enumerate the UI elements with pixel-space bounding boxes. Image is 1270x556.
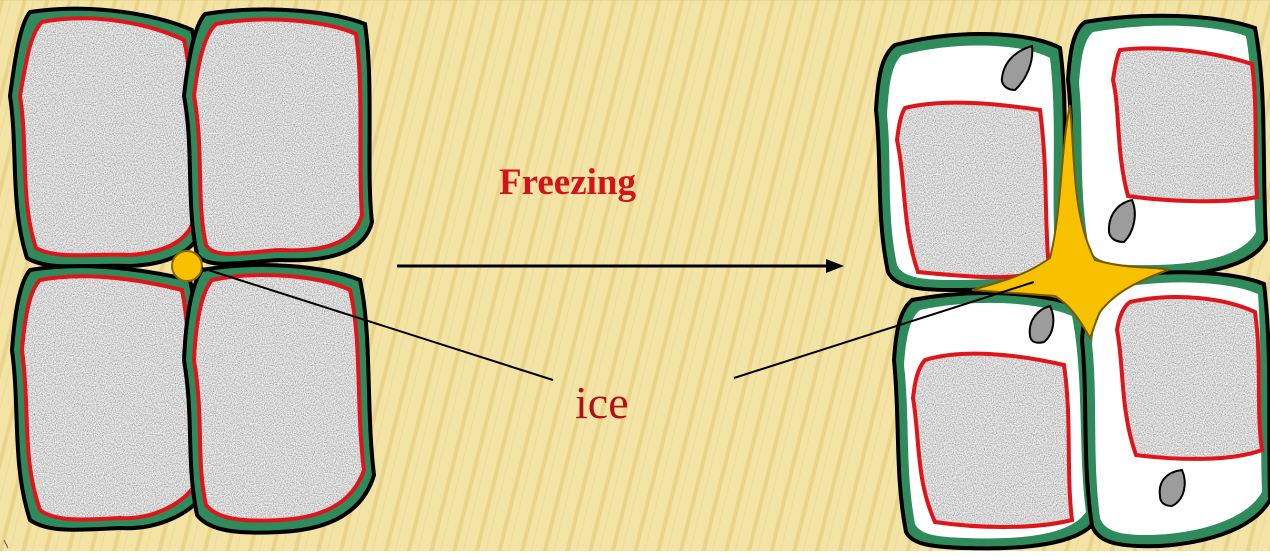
frozen-cell — [1068, 16, 1266, 277]
frozen-cells — [876, 16, 1270, 549]
frozen-cell — [894, 293, 1096, 548]
frozen-cell — [1082, 272, 1270, 546]
unfrozen-cells — [0, 0, 380, 540]
frozen-cell — [876, 34, 1068, 290]
unfrozen-cell — [180, 260, 380, 540]
unfrozen-cell — [180, 0, 380, 280]
ice-crystal-small — [172, 251, 202, 281]
